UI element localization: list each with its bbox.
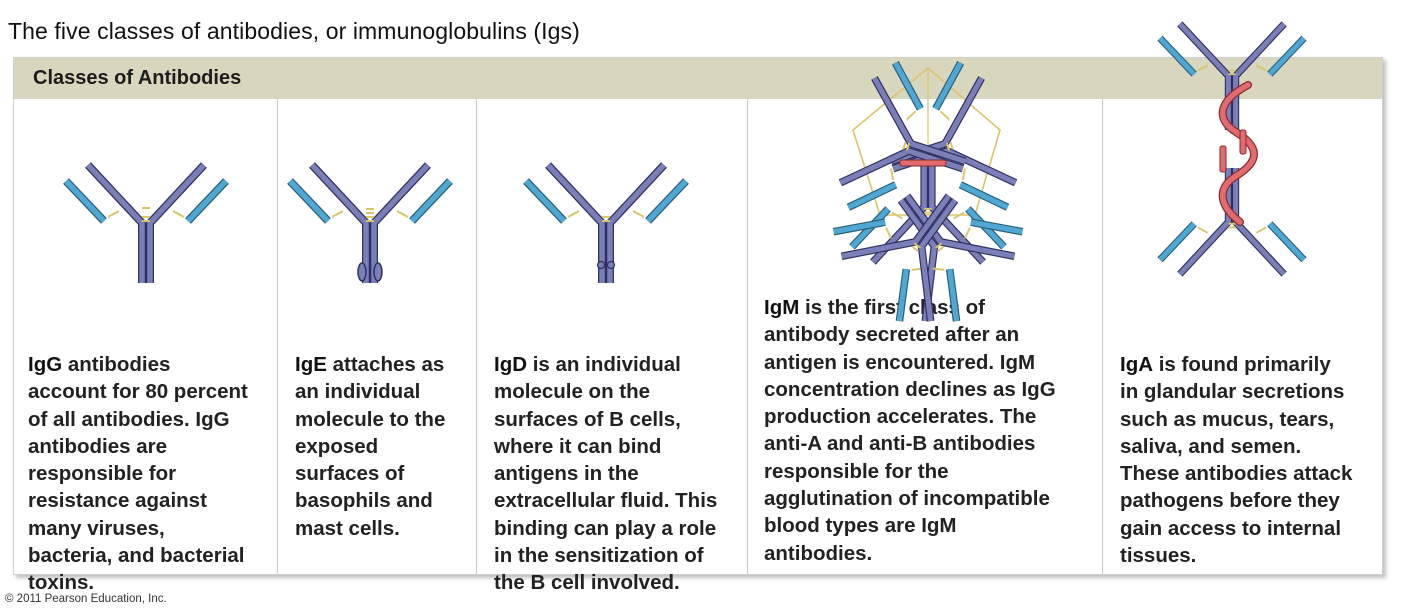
igg-label: IgG [28,353,63,376]
panel-header: Classes of Antibodies [14,58,1382,99]
igd-text: is an individual molecule on the surface… [494,353,718,595]
panel-header-title: Classes of Antibodies [33,67,242,89]
page-title: The five classes of antibodies, or immun… [8,18,580,44]
igm-pentamer-icon [825,58,1032,333]
igg-text: antibodies account for 80 percent of all… [28,353,248,595]
igm-text: is the first class of antibody secreted … [764,296,1056,565]
column-divider [747,99,748,574]
igd-description: IgD is an individual molecule on the sur… [494,351,717,597]
column-divider [277,99,278,574]
antibody-classes-panel: Classes of Antibodies IgG antibodies acc… [13,57,1383,594]
iga-description: IgA is found primarily in glandular secr… [1120,351,1352,569]
iga-text: is found primarily in glandular secretio… [1120,353,1353,568]
igd-label: IgD [494,353,528,376]
copyright-notice: © 2011 Pearson Education, Inc. [5,593,167,605]
ige-label: IgE [295,353,327,376]
column-divider [1102,99,1103,574]
igg-description: IgG antibodies account for 80 percent of… [28,351,248,597]
ige-text: attaches as an individual molecule to th… [295,353,446,540]
ige-molecule-icon [290,165,450,283]
column-divider [476,99,477,574]
iga-dimer-icon [1160,24,1304,274]
igm-label: IgM [764,296,800,319]
ige-description: IgE attaches as an individual molecule t… [295,351,445,542]
igm-description: IgM is the first class of antibody secre… [764,294,1056,567]
igg-molecule-icon [66,165,226,283]
igd-molecule-icon [526,165,686,283]
iga-label: IgA [1120,353,1154,376]
